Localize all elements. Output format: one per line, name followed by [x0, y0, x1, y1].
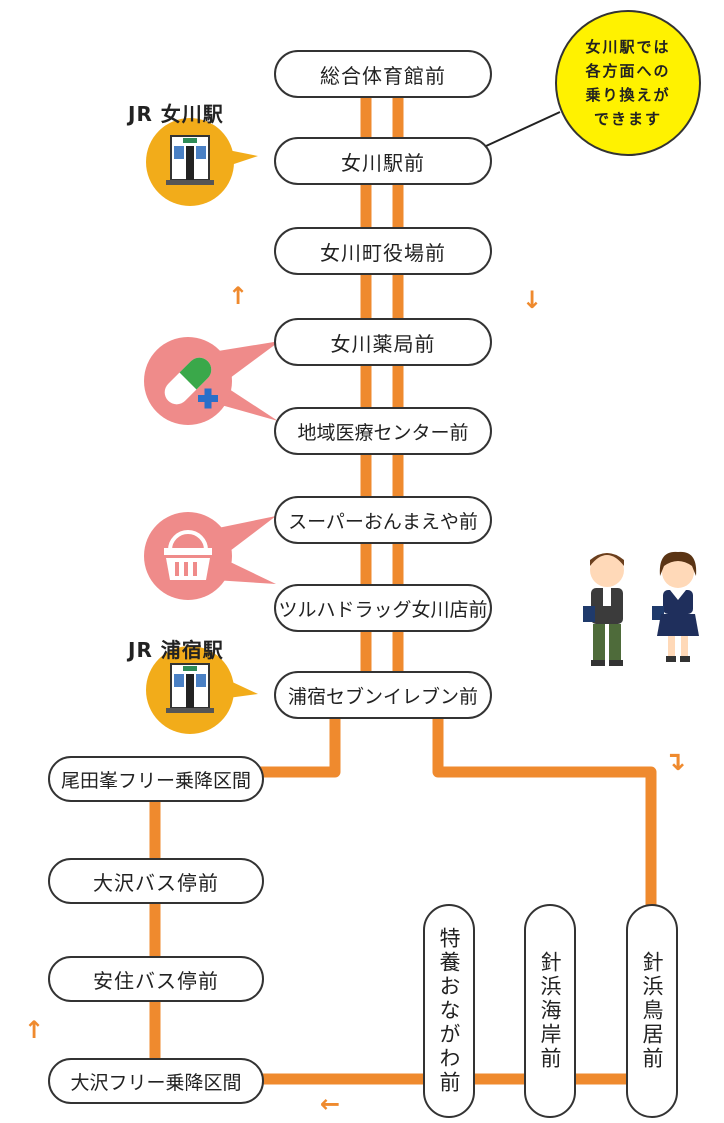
- students-icon: [583, 551, 699, 666]
- stop-azumi-bus[interactable]: 安住バス停前: [48, 956, 264, 1002]
- transfer-note: 女川駅では 各方面への 乗り換えが できます: [555, 10, 701, 156]
- stop-odamine-free[interactable]: 尾田峯フリー乗降区間: [48, 756, 264, 802]
- train-icon: [146, 646, 258, 734]
- stop-sogo-taiikukan[interactable]: 総合体育館前: [274, 50, 492, 98]
- direction-arrow-up-left: ↑: [24, 1016, 45, 1044]
- shopping-basket-icon: [144, 512, 276, 600]
- stop-tsuruha-drug[interactable]: ツルハドラッグ女川店前: [274, 584, 492, 632]
- station-label-urashuku: JR 浦宿駅: [128, 638, 224, 662]
- stop-iryo-center[interactable]: 地域医療センター前: [274, 407, 492, 455]
- station-label-onagawa: JR 女川駅: [128, 102, 224, 126]
- train-icon: [146, 118, 258, 206]
- pill-icon: [144, 337, 280, 425]
- stop-urashuku-seven[interactable]: 浦宿セブンイレブン前: [274, 671, 492, 719]
- route-line-to-harihama: [432, 715, 657, 910]
- direction-arrow-turn: ↴: [664, 747, 686, 777]
- stop-onagawa-yakkyoku[interactable]: 女川薬局前: [274, 318, 492, 366]
- stop-harihama-torii[interactable]: 針浜鳥居前: [626, 904, 678, 1118]
- transfer-note-text: 女川駅では 各方面への 乗り換えが できます: [585, 38, 671, 128]
- stop-osawa-bus[interactable]: 大沢バス停前: [48, 858, 264, 904]
- direction-arrow-up: ↑: [228, 282, 249, 310]
- route-lines: [149, 90, 657, 1085]
- stop-osawa-free[interactable]: 大沢フリー乗降区間: [48, 1058, 264, 1104]
- stop-onagawa-yakuba[interactable]: 女川町役場前: [274, 227, 492, 275]
- stop-harihama-kaigan[interactable]: 針浜海岸前: [524, 904, 576, 1118]
- stop-onagawa-ekimae[interactable]: 女川駅前: [274, 137, 492, 185]
- stop-tokuyo-onagawa[interactable]: 特養おながわ前: [423, 904, 475, 1118]
- direction-arrow-left: ←: [320, 1090, 341, 1118]
- stop-super-onmaeya[interactable]: スーパーおんまえや前: [274, 496, 492, 544]
- route-line-to-odamine: [250, 715, 341, 778]
- direction-arrow-down: ↓: [522, 286, 543, 314]
